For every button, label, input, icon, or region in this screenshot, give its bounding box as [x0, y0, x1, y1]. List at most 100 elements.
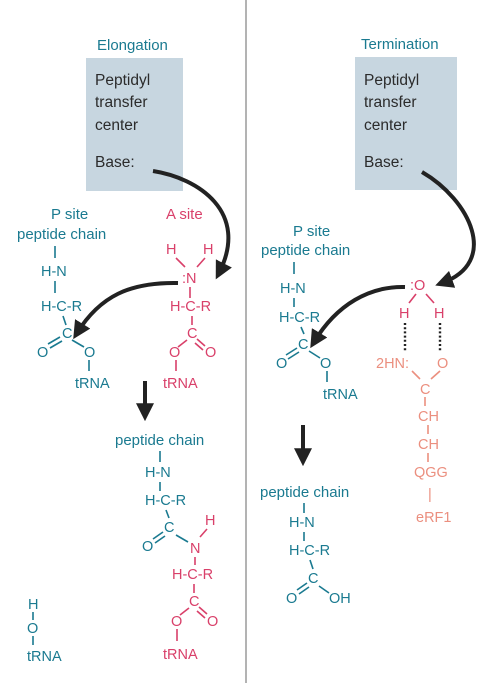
bond [425, 293, 435, 304]
termination-panel: Termination Peptidyl transfer center Bas… [260, 36, 476, 607]
erf1-qgg: QGG [414, 465, 448, 481]
double-bond [154, 535, 166, 544]
term-p-site-label: P site [293, 223, 330, 240]
bond [300, 326, 305, 335]
elongation-box-line2: transfer [95, 94, 148, 111]
elongation-p-site: P site peptide chain H-N H-C-R C O O tRN… [17, 206, 110, 392]
term-p-site-carbonyl-o: O [276, 356, 287, 372]
product-carbonyl-o: O [142, 539, 153, 555]
a-site-carbonyl-o: O [205, 345, 216, 361]
term-p-site-trna: tRNA [323, 387, 358, 403]
a-site-label: A site [166, 206, 203, 223]
bond [199, 528, 208, 538]
a-site-amine-n: :N [182, 271, 197, 287]
bond [411, 370, 421, 380]
a-site-hcr: H-C-R [170, 299, 211, 315]
termination-box-line2: transfer [364, 94, 417, 111]
double-bond [152, 531, 164, 540]
elongation-a-site: A site H H :N H-C-R C O O tRNA [163, 206, 216, 392]
p-site-hn: H-N [41, 264, 67, 280]
free-trna-h: H [28, 597, 38, 613]
a-site-h-left: H [166, 242, 176, 258]
elongation-title: Elongation [97, 37, 168, 54]
product-carbonyl-c2: C [189, 594, 199, 610]
double-bond [49, 340, 63, 349]
p-site-peptide-label: peptide chain [17, 226, 106, 243]
elongation-panel: Elongation Peptidyl transfer center Base… [17, 37, 232, 665]
a-site-carbonyl-c: C [187, 326, 197, 342]
a-site-ester-o: O [169, 345, 180, 361]
product-hcr: H-C-R [145, 493, 186, 509]
term-product-hn: H-N [289, 515, 315, 531]
term-product-o: O [286, 591, 297, 607]
water-h-left: H [399, 306, 409, 322]
erf1-c: C [420, 382, 430, 398]
bond [430, 370, 441, 380]
double-bond [196, 610, 206, 619]
bond [175, 257, 186, 268]
term-product-oh: OH [329, 591, 351, 607]
double-bond [296, 582, 308, 591]
erf1-label: eRF1 [416, 510, 451, 526]
product-trna: tRNA [163, 647, 198, 663]
bond [308, 350, 321, 359]
product-carbonyl-o2: O [207, 614, 218, 630]
double-bond [198, 606, 208, 615]
a-site-h-right: H [203, 242, 213, 258]
free-trna-label: tRNA [27, 649, 62, 665]
erf1-ch1: CH [418, 409, 439, 425]
erf1-connector: | [428, 487, 432, 503]
elongation-product: peptide chain H-N H-C-R C O [115, 432, 204, 555]
termination-p-site: P site peptide chain H-N H-C-R C O O tRN… [261, 223, 358, 403]
elongation-product-new-residue: H N H-C-R C O O tRNA [163, 513, 218, 663]
term-base-to-water-arrow [420, 170, 476, 288]
product-hcr2: H-C-R [172, 567, 213, 583]
bond [177, 339, 188, 348]
double-bond [285, 347, 298, 356]
product-amide-h: H [205, 513, 215, 529]
termination-erf1: 2HN: O C CH CH QGG | eRF1 [376, 356, 451, 526]
elongation-free-trna: H O tRNA [27, 597, 62, 665]
p-site-label: P site [51, 206, 88, 223]
erf1-carbonyl-o: O [437, 356, 448, 372]
term-product-label: peptide chain [260, 484, 349, 501]
termination-box-base: Base: [364, 154, 404, 171]
base-to-amine-arrow [152, 169, 232, 280]
p-site-ester-o: O [84, 345, 95, 361]
bond [62, 315, 67, 326]
termination-box-line1: Peptidyl [364, 72, 419, 89]
termination-title: Termination [361, 36, 439, 53]
double-bond [287, 351, 300, 360]
elongation-box-base: Base: [95, 154, 135, 171]
p-site-hcr: H-C-R [41, 299, 82, 315]
term-product-hcr: H-C-R [289, 543, 330, 559]
double-bond [47, 336, 61, 345]
product-amide-n: N [190, 541, 200, 557]
termination-box-line3: center [364, 117, 407, 134]
term-product-c: C [308, 571, 318, 587]
bond [196, 257, 206, 268]
termination-water: :O H H [399, 278, 444, 322]
amine-to-carbonyl-arrow [73, 280, 179, 340]
water-to-carbonyl-arrow [310, 284, 406, 349]
p-site-carbonyl-o: O [37, 345, 48, 361]
term-p-site-hcr: H-C-R [279, 310, 320, 326]
bond [318, 585, 330, 594]
term-p-site-ester-o: O [320, 356, 331, 372]
bond [165, 509, 170, 519]
double-bond [298, 586, 310, 595]
free-trna-o: O [27, 621, 38, 637]
p-site-carbonyl-c: C [62, 326, 72, 342]
double-bond [194, 342, 204, 351]
double-bond [196, 338, 206, 347]
product-carbonyl-c: C [164, 520, 174, 536]
erf1-amide-n: 2HN: [376, 356, 409, 372]
elongation-box-line3: center [95, 117, 138, 134]
product-hn: H-N [145, 465, 171, 481]
term-p-site-carbonyl-c: C [298, 337, 308, 353]
elongation-ptc-box [86, 58, 183, 191]
bond [71, 339, 85, 348]
bond [309, 559, 314, 570]
water-h-right: H [434, 306, 444, 322]
